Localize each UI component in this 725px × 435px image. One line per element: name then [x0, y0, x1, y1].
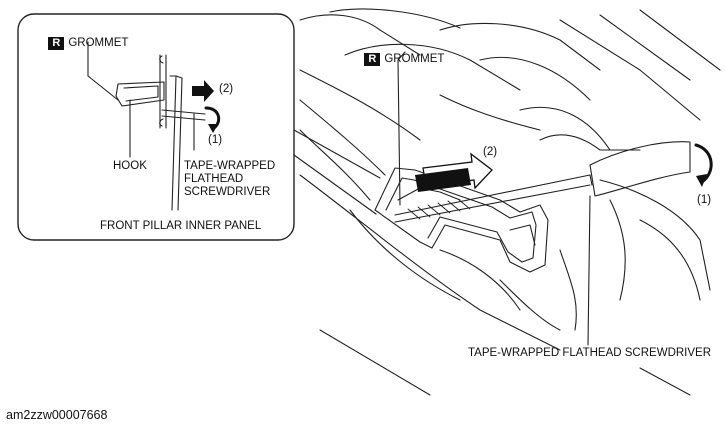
screwdriver-leader-line [587, 195, 591, 346]
pillar-grommet-diagram [17, 8, 721, 396]
screwdriver-main [394, 141, 691, 223]
inset-connector-lower [293, 154, 377, 215]
main-rotate-label: (1) [697, 194, 712, 206]
inset-panel [169, 75, 183, 211]
inset-pull-arrow-icon [192, 80, 214, 102]
main-pull-label: (2) [483, 146, 498, 158]
inset-frame [17, 13, 295, 241]
inset-screwdriver-label: TAPE-WRAPPED FLATHEAD SCREWDRIVER [184, 160, 276, 198]
grommet-leader-line [397, 51, 406, 206]
inset-panel-label: FRONT PILLAR INNER PANEL [100, 220, 262, 232]
inset-screwdriver [161, 109, 206, 151]
main-screwdriver-label: TAPE-WRAPPED FLATHEAD SCREWDRIVER [468, 347, 712, 359]
main-grommet-text: GROMMET [384, 53, 445, 65]
figure-id: am2zzw00007668 [6, 408, 108, 422]
main-r-badge: R [364, 53, 381, 66]
inset-grommet-text: GROMMET [68, 37, 129, 49]
inset-rotate-label: (1) [208, 134, 223, 146]
inset-hook-label: HOOK [113, 160, 147, 172]
inset-grommet [87, 41, 167, 129]
vehicle-interior-lines [299, 8, 721, 396]
inset-connector-upper [293, 129, 381, 179]
inset-pull-label: (2) [219, 83, 234, 95]
inset-r-badge: R [48, 37, 65, 50]
